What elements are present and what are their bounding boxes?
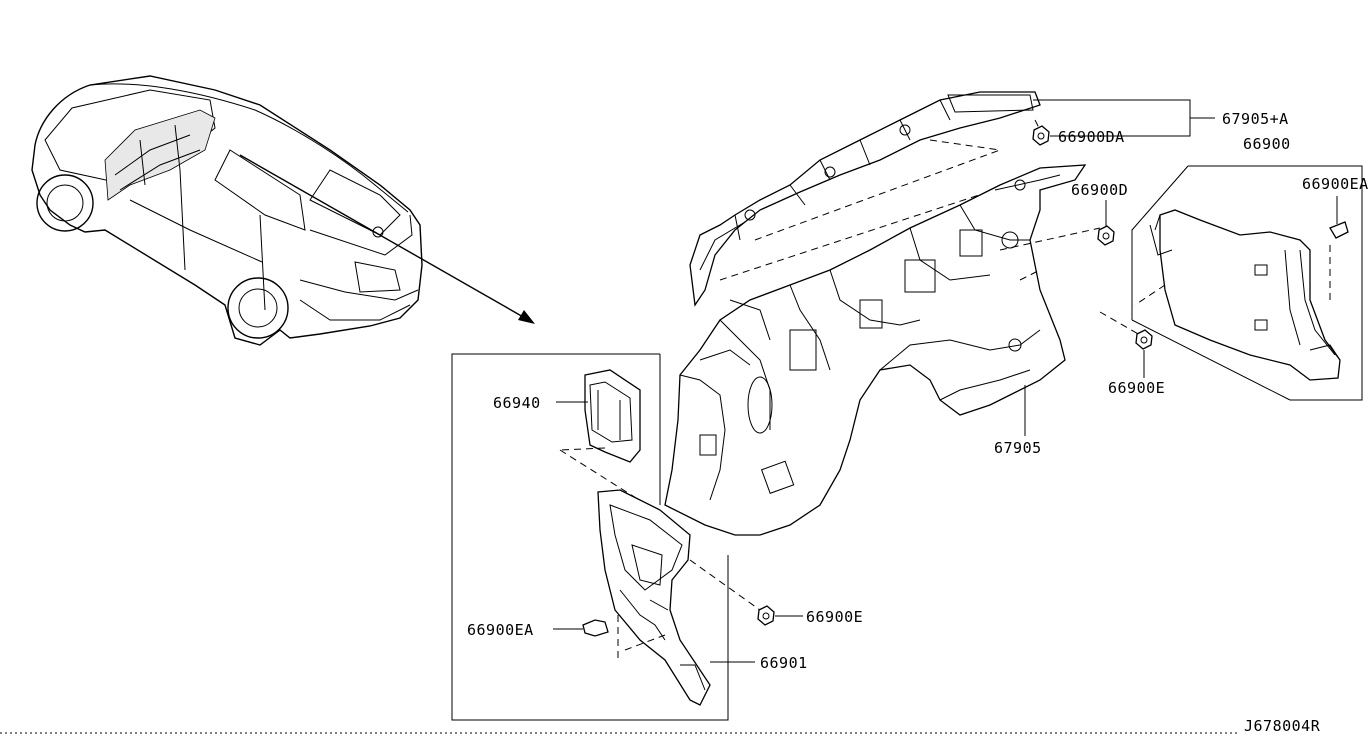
label-66900da: 66900DA [1058, 128, 1125, 146]
diagram-reference-code: J678004R [1244, 717, 1321, 735]
label-66900e-right: 66900E [1108, 379, 1165, 397]
label-66900: 66900 [1243, 135, 1291, 153]
dash-insulator-part [664, 164, 1087, 536]
leader-lines [553, 99, 1338, 663]
box-66901 [451, 353, 775, 721]
label-66940: 66940 [493, 394, 541, 412]
label-67905a: 67905+A [1222, 110, 1289, 128]
label-66900ea-bottom: 66900EA [467, 621, 534, 639]
box-66900 [1099, 165, 1363, 401]
vehicle-illustration [31, 75, 535, 346]
label-66900e-bottom: 66900E [806, 608, 863, 626]
nut-66900da [1032, 125, 1050, 146]
nut-66900d [1097, 225, 1115, 246]
label-67905: 67905 [994, 439, 1042, 457]
upper-insulator-part [689, 91, 1041, 307]
label-66901: 66901 [760, 654, 808, 672]
label-66900ea-top: 66900EA [1302, 175, 1369, 193]
label-66900d: 66900D [1071, 181, 1128, 199]
